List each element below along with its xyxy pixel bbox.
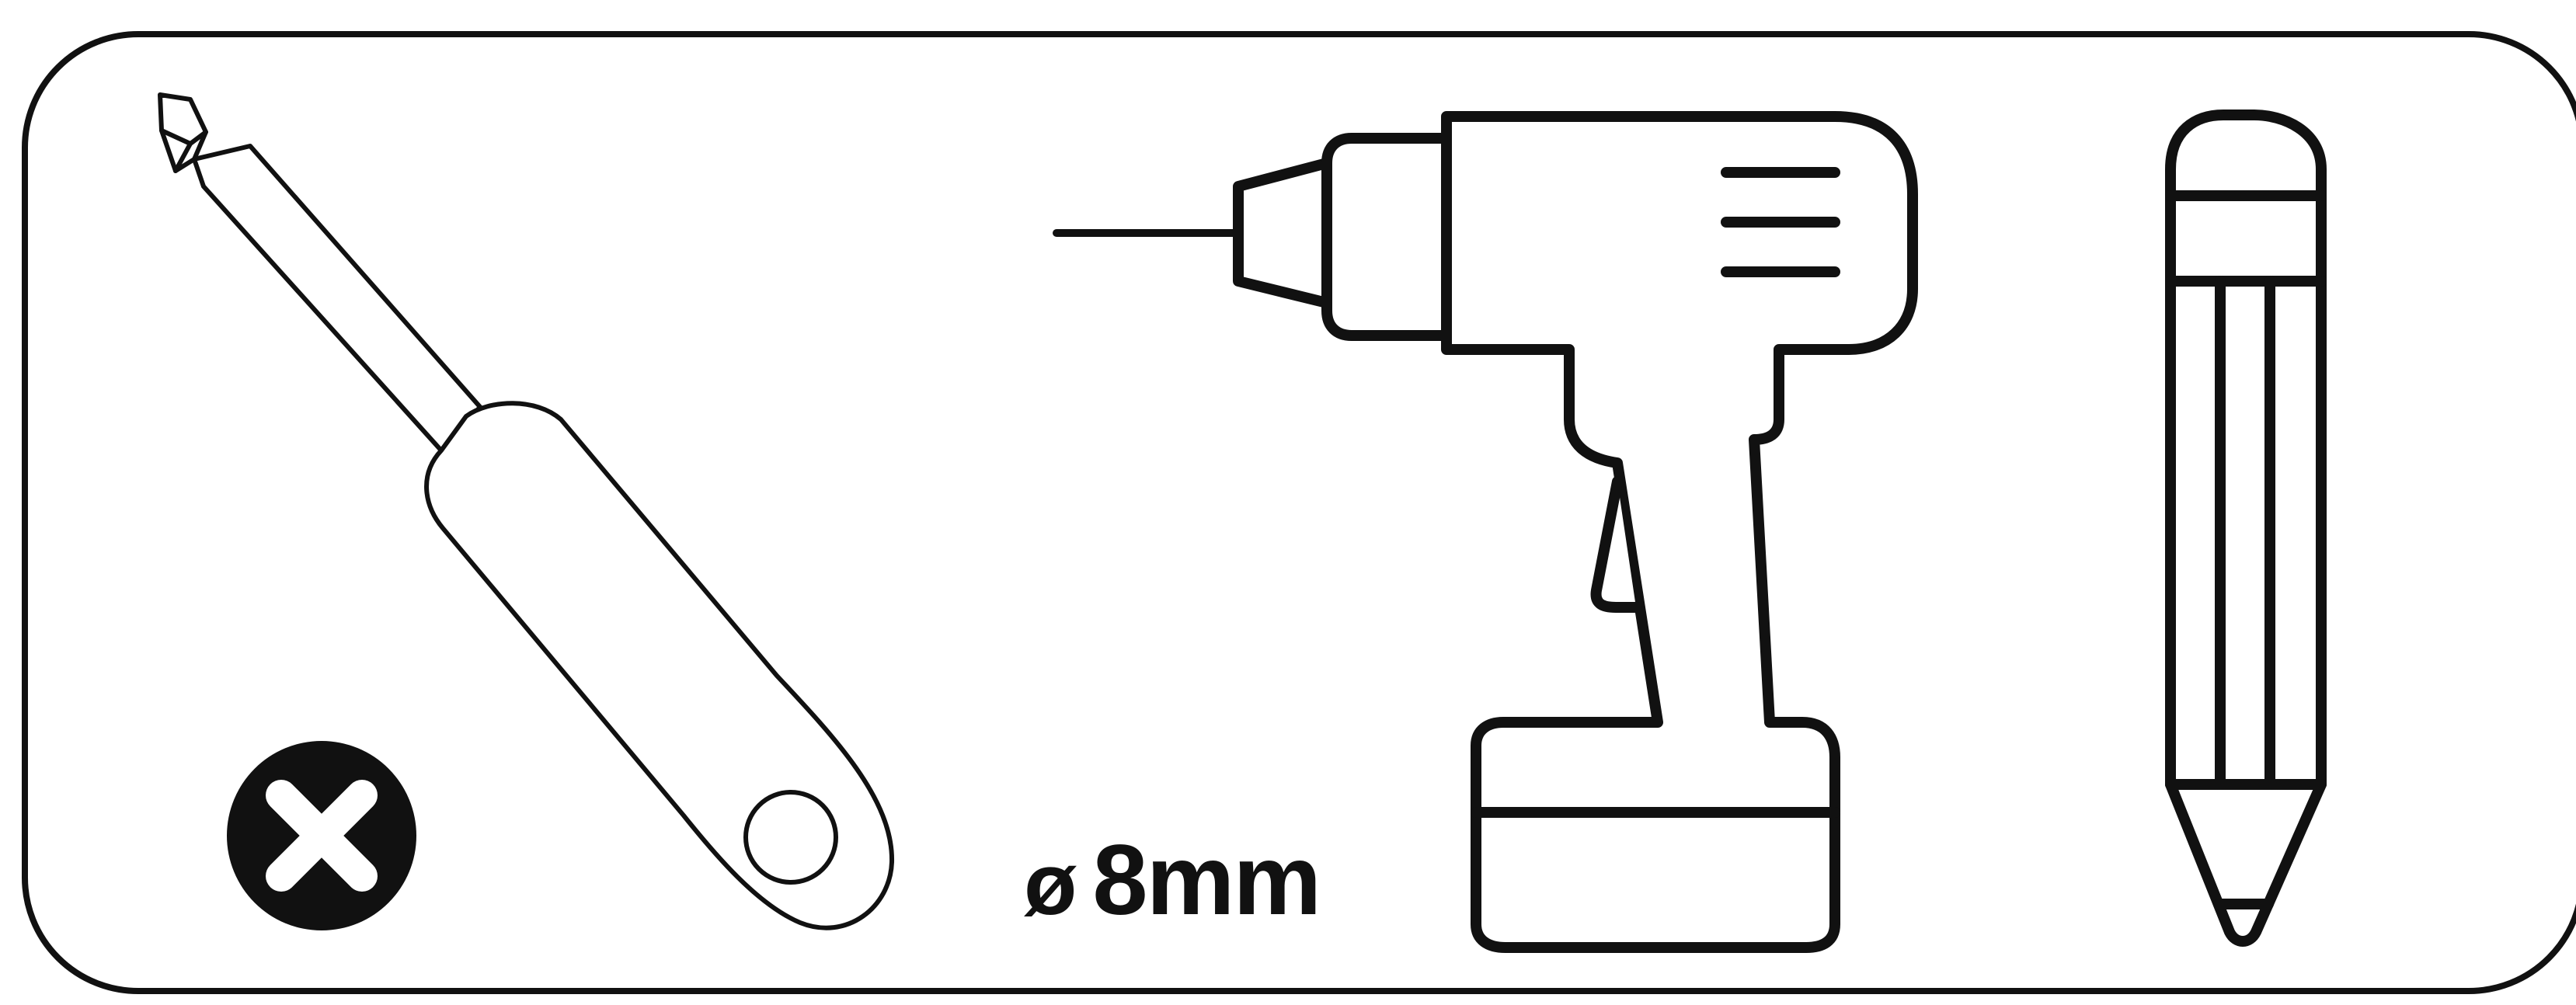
screwdriver-icon (158, 92, 895, 930)
diameter-value: 8mm (1092, 825, 1321, 936)
cross-circle-icon (227, 741, 416, 930)
power-drill-icon (1053, 111, 1918, 953)
diameter-symbol: ø (1024, 836, 1077, 933)
pencil-icon (2165, 110, 2327, 947)
